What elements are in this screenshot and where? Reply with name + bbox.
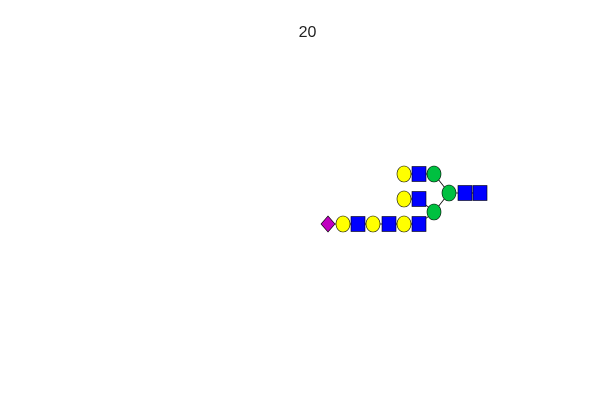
galactose-circle-icon [396, 165, 412, 183]
glcnac-square-icon [350, 216, 366, 232]
galactose-circle-icon [396, 190, 412, 208]
glycan-residues [320, 165, 488, 233]
glcnac-square-icon [457, 185, 473, 201]
galactose-circle-icon [365, 215, 381, 233]
mannose-circle-icon [441, 184, 457, 202]
mannose-circle-icon [426, 165, 442, 183]
mannose-circle-icon [426, 203, 442, 221]
galactose-circle-icon [335, 215, 351, 233]
glcnac-square-icon [381, 216, 397, 232]
galactose-circle-icon [396, 215, 412, 233]
glcnac-square-icon [411, 191, 427, 207]
glcnac-square-icon [411, 166, 427, 182]
glcnac-square-icon [411, 216, 427, 232]
figure-title: 20 [298, 24, 317, 41]
sialic-acid-diamond-icon [320, 215, 336, 233]
glcnac-square-icon [472, 185, 488, 201]
